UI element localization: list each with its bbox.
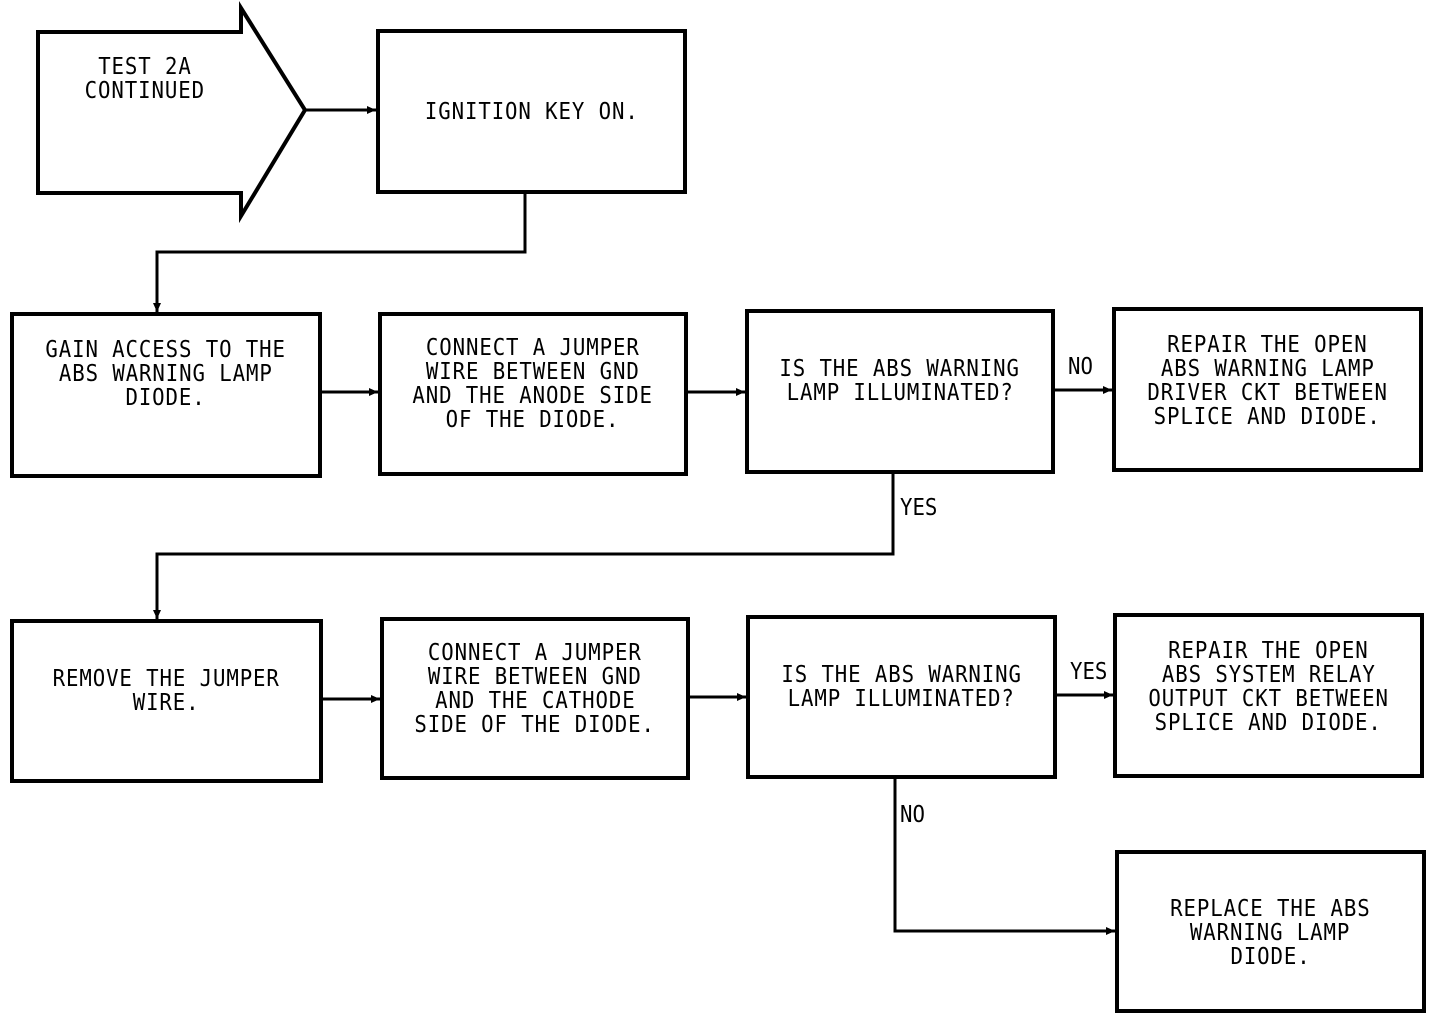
step-gain-access: GAIN ACCESS TO THE ABS WARNING LAMP DIOD… — [10, 312, 322, 478]
start-label: TEST 2A CONTINUED — [60, 55, 230, 103]
replace-diode-line-1: REPLACE THE ABS — [1170, 896, 1371, 922]
start-line-2: CONTINUED — [84, 78, 206, 104]
step-jumper-anode: CONNECT A JUMPER WIRE BETWEEN GND AND TH… — [378, 312, 688, 476]
decision-2: IS THE ABS WARNING LAMP ILLUMINATED? — [746, 615, 1057, 779]
start-arrow-shape — [36, 1, 308, 224]
decision-2-line-2: LAMP ILLUMINATED? — [787, 686, 1016, 712]
connector-decision-1-yes — [153, 474, 895, 619]
repair-relay-line-1: REPAIR THE OPEN — [1168, 638, 1369, 664]
repair-driver-line-4: SPLICE AND DIODE. — [1153, 404, 1382, 430]
step-remove-jumper: REMOVE THE JUMPER WIRE. — [10, 619, 323, 783]
step-replace-diode: REPLACE THE ABS WARNING LAMP DIODE. — [1115, 850, 1426, 1013]
step-jumper-cathode: CONNECT A JUMPER WIRE BETWEEN GND AND TH… — [380, 617, 690, 780]
replace-diode-line-2: WARNING LAMP — [1190, 920, 1351, 946]
repair-relay-line-3: OUTPUT CKT BETWEEN — [1148, 686, 1389, 712]
repair-driver-line-1: REPAIR THE OPEN — [1167, 332, 1368, 358]
remove-jumper-line-2: WIRE. — [133, 690, 200, 716]
remove-jumper-line-1: REMOVE THE JUMPER — [52, 666, 281, 692]
ignition-line-1: IGNITION KEY ON. — [424, 98, 639, 125]
decision-2-yes-label: YES — [1070, 659, 1108, 685]
repair-relay-line-4: SPLICE AND DIODE. — [1154, 710, 1383, 736]
repair-relay-line-2: ABS SYSTEM RELAY — [1161, 662, 1376, 688]
jumper-cathode-line-3: AND THE CATHODE — [434, 688, 636, 714]
jumper-anode-line-3: AND THE ANODE SIDE — [412, 383, 654, 409]
connector-ignition-to-gain-access — [153, 193, 527, 312]
decision-1-no-label: NO — [1068, 354, 1093, 380]
repair-driver-line-3: DRIVER CKT BETWEEN — [1147, 380, 1388, 406]
gain-access-line-3: DIODE. — [125, 385, 207, 411]
replace-diode-line-3: DIODE. — [1230, 944, 1311, 970]
decision-2-no-label: NO — [900, 802, 925, 828]
decision-2-line-1: IS THE ABS WARNING — [781, 662, 1022, 688]
jumper-cathode-line-1: CONNECT A JUMPER — [428, 640, 642, 666]
jumper-anode-line-2: WIRE BETWEEN GND — [426, 359, 640, 385]
connector-decision-2-no — [893, 778, 1115, 935]
step-repair-driver-circuit: REPAIR THE OPEN ABS WARNING LAMP DRIVER … — [1112, 307, 1423, 472]
jumper-cathode-line-2: WIRE BETWEEN GND — [428, 664, 642, 690]
decision-1: IS THE ABS WARNING LAMP ILLUMINATED? — [745, 309, 1055, 474]
jumper-cathode-line-4: SIDE OF THE DIODE. — [414, 712, 656, 738]
decision-1-yes-label: YES — [900, 495, 938, 521]
step-repair-relay-circuit: REPAIR THE OPEN ABS SYSTEM RELAY OUTPUT … — [1113, 613, 1424, 778]
decision-1-line-1: IS THE ABS WARNING — [779, 356, 1021, 382]
decision-1-line-2: LAMP ILLUMINATED? — [786, 380, 1014, 406]
jumper-anode-line-4: OF THE DIODE. — [446, 407, 620, 433]
step-ignition-key-on: IGNITION KEY ON. — [376, 29, 687, 194]
repair-driver-line-2: ABS WARNING LAMP — [1160, 356, 1375, 382]
gain-access-line-2: ABS WARNING LAMP — [59, 361, 273, 387]
gain-access-line-1: GAIN ACCESS TO THE — [45, 337, 287, 363]
jumper-anode-line-1: CONNECT A JUMPER — [426, 335, 640, 361]
start-line-1: TEST 2A — [98, 54, 192, 80]
